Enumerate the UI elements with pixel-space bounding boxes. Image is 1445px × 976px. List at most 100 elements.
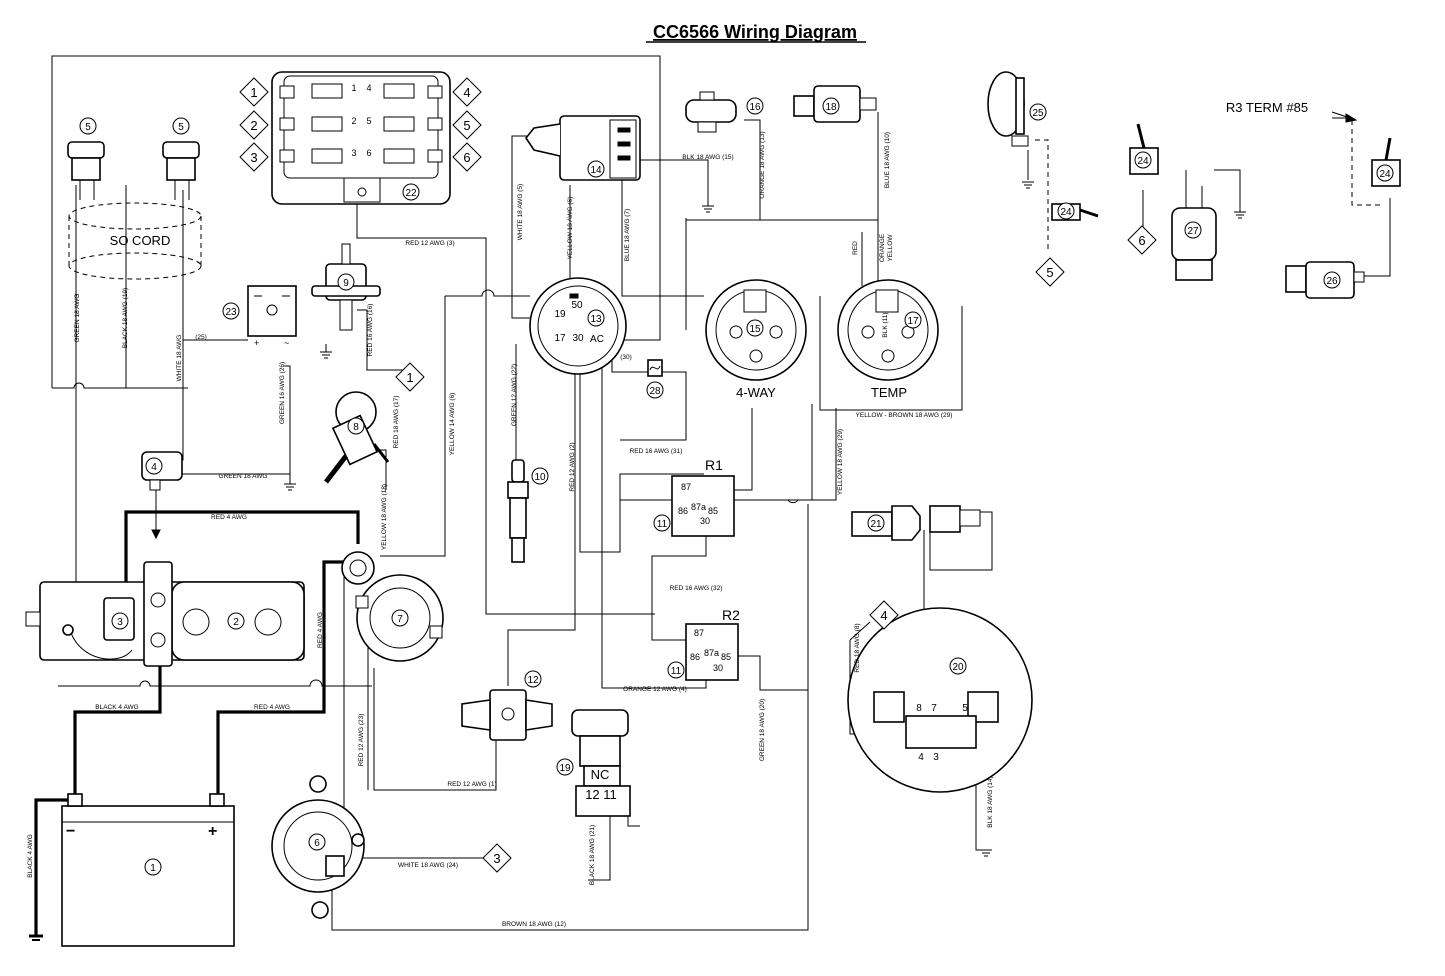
throttle-switch — [324, 391, 390, 484]
wire-labels-text: YELLOW 18 AWG (6) — [567, 197, 574, 260]
component-number: 5 — [85, 122, 91, 133]
diamond-callout-d2l: 2 — [239, 110, 269, 140]
wire-labels-text: YELLOW 18 AWG (29) — [837, 429, 844, 495]
relay-r1-labels: R1 87 87a 86 85 30 — [678, 457, 723, 526]
wire-labels-text: WHITE 18 AWG (5) — [517, 184, 524, 240]
component-label-c7: 7 — [391, 609, 409, 627]
component-label-c14: 14 — [587, 160, 605, 178]
component-number: 28 — [649, 386, 661, 397]
starter-relay — [525, 115, 641, 181]
big-labels-text: 4-WAY — [736, 385, 776, 400]
r2-name: R2 — [722, 607, 740, 623]
wire-labels-text: RED 12 AWG (23) — [358, 714, 365, 767]
diamond-number: 4 — [463, 85, 470, 100]
component-label-c15: 15 — [746, 319, 764, 337]
switch-labels-text: 19 — [554, 309, 566, 320]
component-label-c26: 26 — [1323, 271, 1341, 289]
wire-labels-text: RED 18 AWG (17) — [393, 396, 400, 449]
r2-p86: 86 — [690, 652, 700, 662]
component-label-c28: 28 — [646, 381, 664, 399]
component-label-c5a: 5 — [79, 117, 97, 135]
component-label-c20: 20 — [949, 657, 967, 675]
pressure-sender — [685, 91, 737, 133]
r2-p87a: 87a — [704, 648, 719, 658]
big-labels-text: TEMP — [871, 385, 907, 400]
text-labels: RED 12 AWG (3)BLK 18 AWG (15)ORANGE 18 A… — [27, 83, 1308, 928]
gauge-pins-text: 8 — [916, 703, 922, 714]
wire-labels-text: RED 4 AWG — [211, 514, 247, 521]
wire-labels-text: RED 16 AWG (32) — [670, 585, 723, 592]
diamond-number: 1 — [250, 85, 257, 100]
component-number: 3 — [117, 617, 123, 628]
wire-labels-text: BLK (11) — [882, 312, 889, 337]
component-number: 6 — [314, 838, 320, 849]
switch-labels-text: AC — [590, 334, 604, 345]
component-label-c1: 1 — [144, 858, 162, 876]
component-label-c11a: 11 — [653, 514, 671, 532]
component-number: 27 — [1187, 226, 1199, 237]
r1-p30: 30 — [700, 516, 710, 526]
fuse-block-numbers-text: 3 — [351, 148, 356, 158]
wire-labels-text: YELLOW — [887, 234, 894, 262]
battery: − + — [61, 793, 235, 947]
wire-labels-text: ORANGE 18 AWG (13) — [759, 131, 766, 198]
switch-labels-text: 50 — [571, 300, 583, 311]
r1-p87a: 87a — [691, 502, 706, 512]
component-number: 18 — [825, 102, 837, 113]
component-label-c17: 17 — [904, 311, 922, 329]
component-number: 17 — [907, 316, 919, 327]
wire-labels-text: YELLOW - BROWN 18 AWG (29) — [856, 412, 953, 419]
wire-labels-text: RED 12 AWG (1) — [447, 781, 496, 788]
starter-solenoid-12 — [461, 689, 553, 741]
component-number: 25 — [1032, 108, 1044, 119]
r1-p87: 87 — [681, 482, 691, 492]
wire-labels-text: BLACK 4 AWG — [95, 704, 138, 711]
wire-labels-text: BLK 18 AWG (15) — [682, 154, 733, 161]
fuse-block-numbers-text: 6 — [366, 148, 371, 158]
component-number: 24 — [1379, 169, 1391, 180]
diamond-callout-d5r: 5 — [452, 110, 482, 140]
component-number: 24 — [1060, 207, 1072, 218]
diamond-number: 3 — [250, 150, 257, 165]
component-label-c24b: 24 — [1134, 151, 1152, 169]
fuse-block-numbers-text: 5 — [366, 116, 371, 126]
component-number: 5 — [178, 122, 184, 133]
component-number: 23 — [225, 307, 237, 318]
wire-labels-text: WHITE 18 AWG — [176, 335, 183, 382]
component-number: 20 — [952, 662, 964, 673]
push-button-left — [67, 141, 105, 200]
inline-fuse — [647, 359, 663, 377]
diamond-callout-d6r: 6 — [452, 142, 482, 172]
component-number: 21 — [870, 519, 882, 530]
work-lamp — [987, 71, 1029, 147]
wire-labels-text: RED 12 AWG (2) — [569, 442, 576, 491]
wire-labels-text: RED 4 AWG — [254, 704, 290, 711]
wire-labels-text: (25) — [195, 334, 207, 341]
component-label-c6: 6 — [308, 833, 326, 851]
diamond-callout-d1m: 1 — [395, 362, 425, 392]
component-label-c24c: 24 — [1376, 164, 1394, 182]
wire-labels-text: RED 4 AWG — [317, 612, 324, 648]
switch-labels-text: 30 — [572, 333, 584, 344]
component-number: 1 — [150, 863, 156, 874]
wire-labels-text: ORANGE 12 AWG (4) — [623, 686, 687, 693]
push-button-right — [162, 141, 200, 200]
big-labels-text: R3 TERM #85 — [1226, 100, 1308, 115]
wire-labels-text: GREEN 18 AWG (20) — [759, 699, 766, 761]
relay-r2 — [685, 623, 739, 681]
diamond-callout-d1l: 1 — [239, 77, 269, 107]
key-switch — [529, 277, 627, 375]
component-label-c11b: 11 — [667, 661, 685, 679]
diamond-callout-d4m: 4 — [869, 600, 899, 630]
controller-module: +~ — [247, 285, 297, 348]
gauge — [847, 607, 1033, 793]
wire-labels-text: BLUE 18 AWG (10) — [884, 132, 891, 188]
wire-labels-text: GREEN 12 AWG (22) — [511, 364, 518, 426]
component-label-c24a: 24 — [1057, 202, 1075, 220]
fuse-block-numbers-text: 1 — [351, 83, 356, 93]
wire-labels-text: BLACK 18 AWG (21) — [589, 825, 596, 885]
component-number: 26 — [1326, 276, 1338, 287]
r2-p87: 87 — [694, 628, 704, 638]
so-cord — [68, 202, 202, 280]
r2-p30: 30 — [713, 663, 723, 673]
